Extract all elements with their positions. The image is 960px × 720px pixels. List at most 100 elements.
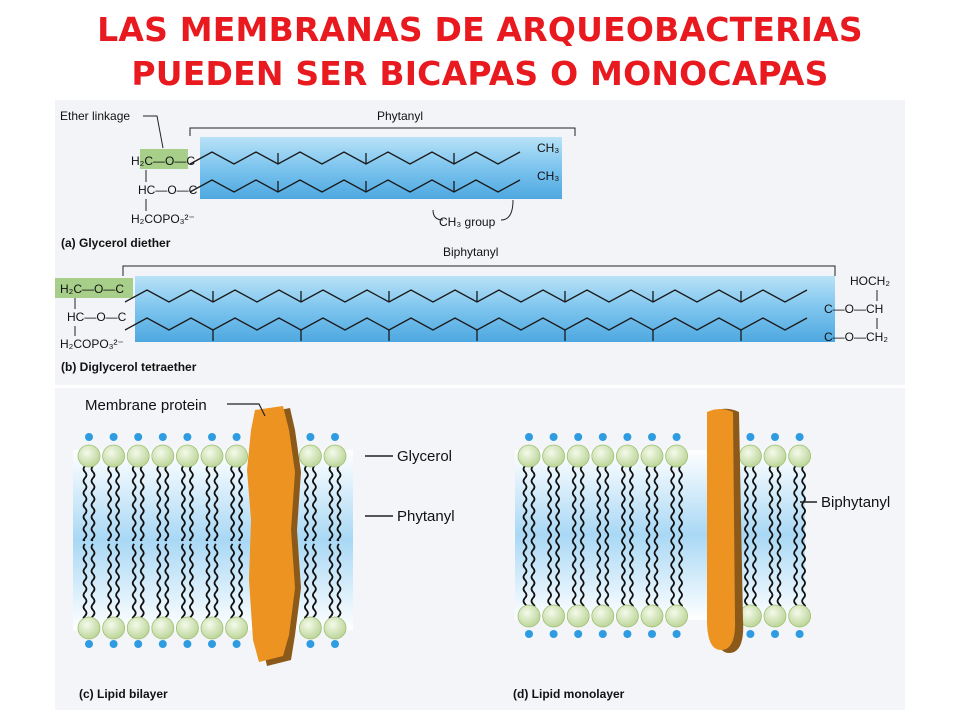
phosphate-dot	[771, 433, 779, 441]
lipid-tail	[115, 465, 120, 542]
lipid-tail	[181, 543, 186, 620]
ch3-label-bottom: CH₃	[537, 169, 559, 183]
panel-b-diglycerol-tetraether: Biphytanyl H₂C—O—C HC—O—C H₂COPO₃²⁻ HOCH…	[55, 245, 890, 374]
phosphate-dot	[85, 640, 93, 648]
glycerol-head	[665, 604, 688, 628]
phosphate-dot	[623, 630, 632, 638]
lipid-tail	[678, 465, 684, 608]
glycerol-head	[323, 444, 347, 468]
phosphate-dot	[134, 433, 143, 441]
caption-c: (c) Lipid bilayer	[79, 687, 168, 701]
glycerol-head	[200, 616, 224, 640]
ch3-label-top: CH₃	[537, 141, 559, 155]
glycerol-head	[323, 616, 347, 640]
bilayer-membrane-protein	[247, 406, 295, 662]
phosphate-dot	[549, 433, 558, 441]
caption-a: (a) Glycerol diether	[61, 236, 171, 250]
lipid-tail	[238, 465, 243, 542]
glycerol-head	[566, 444, 590, 468]
glycerol-head	[739, 444, 762, 468]
biphytanyl-chain-2	[124, 317, 808, 331]
lipid-tail	[670, 465, 676, 608]
lipid-tail	[530, 465, 536, 608]
bilayer-phytanyl-tails	[82, 465, 342, 620]
lipid-tail	[131, 543, 137, 620]
ether-linkage-label: Ether linkage	[60, 109, 130, 123]
glycerol-head	[126, 616, 150, 640]
glycerol-head	[298, 616, 322, 640]
glycerol-head	[126, 444, 150, 468]
phytanyl-label-a: Phytanyl	[377, 109, 423, 123]
tetraether-row-3: H₂COPO₃²⁻	[60, 337, 124, 351]
lipid-tail	[139, 465, 145, 542]
biphytanyl-bracket-b	[122, 265, 836, 276]
lipid-tail	[213, 465, 219, 542]
lipid-tail	[328, 465, 334, 542]
ether-highlight-b	[55, 278, 133, 298]
ether-linkage-pointer	[143, 115, 164, 149]
panel-d-lipid-monolayer: Biphytanyl (d) Lipid monolayer	[513, 408, 890, 701]
biphytanyl-chains-b	[135, 276, 835, 342]
phosphate-dot	[672, 433, 681, 441]
lipid-tail	[230, 543, 235, 620]
glycerol-head	[102, 444, 125, 468]
phosphate-dot	[574, 433, 583, 441]
lipid-tail	[768, 465, 774, 608]
lipid-tail	[205, 465, 211, 542]
lipid-tail	[139, 543, 145, 620]
lipid-tail	[181, 465, 186, 542]
tetraether-right-row-1: HOCH₂	[850, 274, 890, 288]
phosphate-dot	[158, 433, 167, 441]
lipid-tail	[752, 465, 757, 608]
monolayer-biphytanyl-tails	[522, 465, 807, 608]
tetraether-row-2: HC—O—C	[67, 310, 127, 324]
lipid-tail	[131, 465, 137, 542]
lipid-tail	[107, 465, 112, 542]
caption-d: (d) Lipid monolayer	[513, 687, 625, 701]
phosphate-dot	[648, 433, 656, 441]
diether-row-1: H₂C—O—C	[131, 154, 195, 168]
lipid-tail	[164, 543, 170, 620]
lipid-tail	[645, 465, 651, 608]
lipid-tail	[801, 465, 807, 608]
lipid-tail	[189, 543, 194, 620]
lipid-tail	[230, 465, 235, 542]
lipid-tail	[629, 465, 634, 608]
lipid-tail	[522, 465, 528, 608]
glycerol-head	[542, 444, 566, 468]
biphytanyl-label-d: Biphytanyl	[821, 494, 890, 511]
glycerol-label: Glycerol	[397, 448, 452, 465]
bilayer-glycerol-heads	[77, 444, 347, 640]
glycerol-head	[77, 444, 101, 468]
lipid-tail	[304, 543, 309, 620]
ether-highlight-a	[140, 149, 188, 169]
phytanyl-chain-1	[189, 151, 521, 165]
phosphate-dot	[648, 630, 656, 638]
panel-c-lipid-bilayer: Membrane protein Glycerol Phytanyl (c) L…	[73, 397, 455, 701]
glycerol-head	[102, 616, 125, 640]
glycerol-head	[616, 444, 639, 468]
phytanyl-bracket-a	[189, 127, 576, 136]
lipid-tail	[571, 465, 577, 608]
lipid-tail	[336, 543, 342, 620]
tetraether-row-1: H₂C—O—C	[60, 282, 124, 296]
lipid-tail	[205, 543, 211, 620]
phosphate-dot	[623, 433, 632, 441]
lipid-tail	[776, 465, 782, 608]
lipid-tail	[90, 543, 96, 620]
phosphate-dot	[183, 433, 192, 441]
phosphate-dot	[306, 640, 315, 648]
lipid-tail	[621, 465, 626, 608]
caption-b: (b) Diglycerol tetraether	[61, 360, 197, 374]
glycerol-head	[225, 616, 249, 640]
methyl-branches-b	[212, 291, 742, 341]
phosphate-dot	[549, 630, 558, 638]
lipid-tail	[238, 543, 243, 620]
glycerol-head	[763, 444, 787, 468]
phosphate-dot	[232, 640, 241, 648]
glycerol-head	[517, 444, 541, 468]
glycerol-head	[151, 444, 175, 468]
phosphate-dot	[746, 630, 755, 638]
lipid-tail	[107, 543, 112, 620]
phosphate-dot	[85, 433, 93, 441]
